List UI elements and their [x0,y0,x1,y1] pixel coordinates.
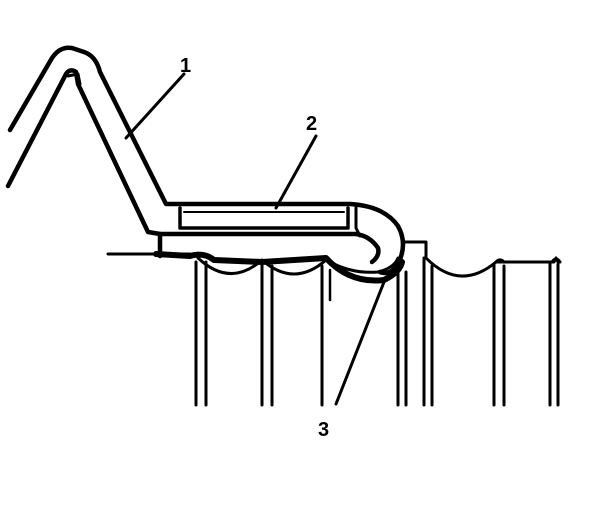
header-crimp-edge [354,202,362,238]
callout-2-label: 2 [306,113,317,135]
leader-1 [124,72,186,140]
tank-inner-lip [66,72,82,86]
callout-3-label: 3 [318,419,329,441]
leader-2 [274,134,318,210]
tank-outer-wall [7,45,406,276]
callout-1-label: 1 [180,55,191,77]
tube-walls [194,256,560,407]
tank-inner-wall [5,68,163,259]
leader-lines [124,72,386,406]
core-tubes [106,240,562,407]
gasket [153,251,405,284]
tube-cap-right [494,257,562,264]
tank-assembly [5,45,406,276]
leader-3 [334,280,386,406]
header-plate [178,206,350,230]
gasket-outline [153,251,405,284]
